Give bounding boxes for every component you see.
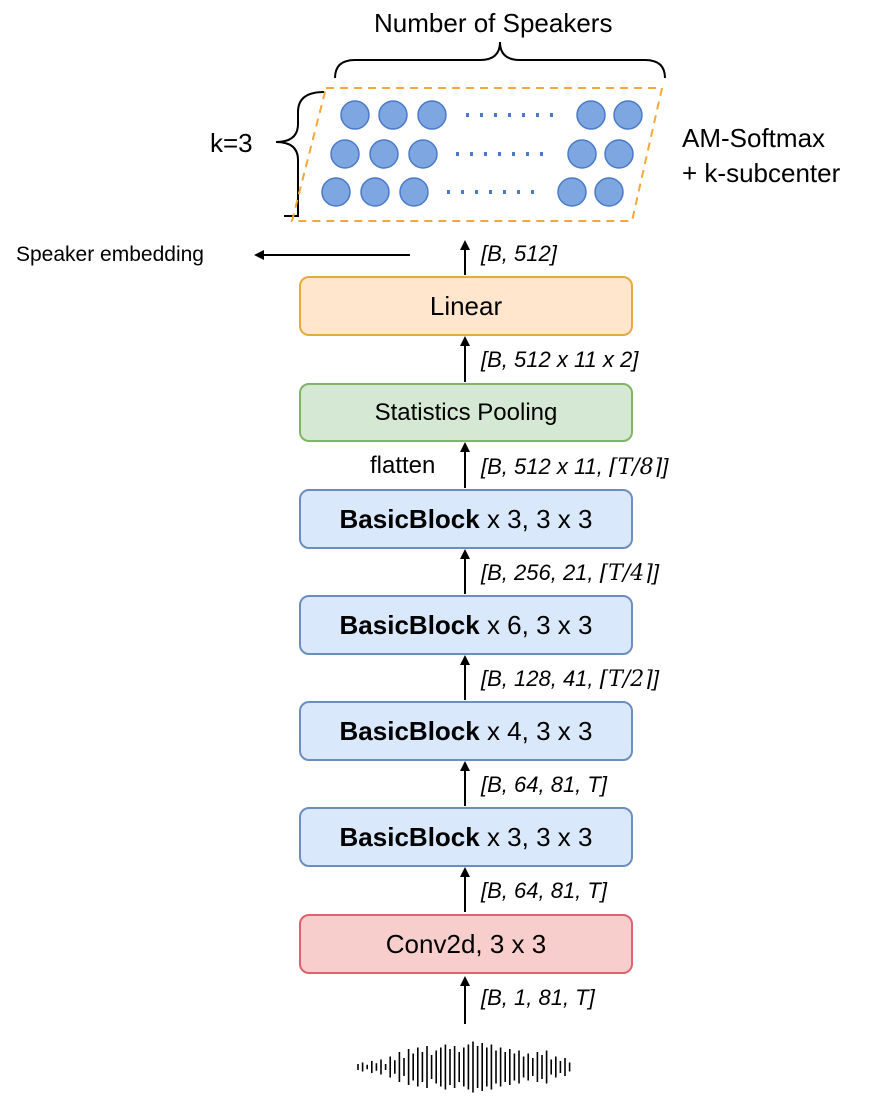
subcenter-node bbox=[399, 177, 429, 207]
subcenter-node bbox=[604, 139, 634, 169]
pooling-block: Statistics Pooling bbox=[299, 383, 633, 442]
subcenter-node bbox=[360, 177, 390, 207]
subcenter-node bbox=[330, 139, 360, 169]
speaker-embedding-label: Speaker embedding bbox=[16, 243, 204, 266]
speakers-brace bbox=[334, 41, 666, 79]
shape-label: [B, 256, 21, ⌈T/4⌉] bbox=[481, 560, 659, 586]
shape-text: [B, 512 x 11, bbox=[481, 454, 610, 479]
shape-text: ] bbox=[652, 560, 660, 585]
pooling-label: Statistics Pooling bbox=[374, 398, 558, 426]
subcenter-node bbox=[408, 139, 438, 169]
shape-label: [B, 64, 81, T] bbox=[481, 878, 607, 903]
conv2d-block: Conv2d, 3 x 3 bbox=[299, 914, 633, 974]
shape-label: [B, 128, 41, ⌈T/2⌉] bbox=[481, 666, 659, 692]
basicblock-2: BasicBlock x 4, 3 x 3 bbox=[299, 701, 633, 761]
shape-label: [B, 512 x 11 x 2] bbox=[481, 347, 639, 372]
classifier-box bbox=[290, 87, 664, 222]
shape-label: [B, 512 x 11, ⌈T/8⌉] bbox=[481, 454, 668, 480]
flatten-label: flatten bbox=[370, 452, 436, 479]
block-config: x 3, 3 x 3 bbox=[479, 821, 593, 852]
loss-label-line2: + k-subcenter bbox=[682, 158, 841, 188]
conv2d-label: Conv2d, 3 x 3 bbox=[385, 928, 547, 959]
subcenter-node bbox=[321, 177, 351, 207]
shape-text: ] bbox=[662, 454, 669, 479]
subcenter-node bbox=[576, 100, 606, 130]
shape-text: [B, 256, 21, bbox=[481, 560, 600, 585]
shape-math: ⌈T/2⌉ bbox=[599, 667, 653, 692]
node-row-1 bbox=[340, 100, 643, 130]
subcenter-node bbox=[594, 177, 624, 207]
block-name: BasicBlock bbox=[339, 715, 480, 746]
k-label: k=3 bbox=[210, 128, 253, 158]
basicblock-3: BasicBlock x 6, 3 x 3 bbox=[299, 595, 633, 655]
basicblock-4: BasicBlock x 3, 3 x 3 bbox=[299, 489, 633, 549]
subcenter-node bbox=[613, 100, 643, 130]
block-config: x 3, 3 x 3 bbox=[479, 503, 593, 534]
linear-block: Linear bbox=[299, 276, 633, 336]
subcenter-node bbox=[378, 100, 408, 130]
block-config: x 4, 3 x 3 bbox=[479, 715, 593, 746]
loss-label-line1: AM-Softmax bbox=[682, 123, 826, 153]
basicblock-1: BasicBlock x 3, 3 x 3 bbox=[299, 807, 633, 867]
node-row-2 bbox=[330, 139, 634, 169]
shape-text: [B, 128, 41, bbox=[481, 666, 600, 691]
linear-label: Linear bbox=[429, 290, 503, 321]
subcenter-node bbox=[340, 100, 370, 130]
subcenter-node bbox=[567, 139, 597, 169]
waveform-icon bbox=[357, 1041, 571, 1093]
block-name: BasicBlock bbox=[339, 609, 480, 640]
shape-math: ⌈T/4⌉ bbox=[599, 561, 653, 586]
node-row-3 bbox=[321, 177, 624, 207]
subcenter-node bbox=[369, 139, 399, 169]
shape-label: [B, 64, 81, T] bbox=[481, 772, 607, 797]
block-config: x 6, 3 x 3 bbox=[479, 609, 593, 640]
shape-text: ] bbox=[652, 666, 660, 691]
block-name: BasicBlock bbox=[339, 821, 480, 852]
shape-math: ⌈T/8⌉ bbox=[609, 455, 663, 480]
speakers-title: Number of Speakers bbox=[374, 8, 613, 38]
subcenter-node bbox=[557, 177, 587, 207]
block-name: BasicBlock bbox=[339, 503, 480, 534]
shape-label: [B, 1, 81, T] bbox=[481, 985, 595, 1010]
shape-label: [B, 512] bbox=[481, 241, 557, 266]
subcenter-node bbox=[417, 100, 447, 130]
k-brace bbox=[275, 91, 325, 218]
